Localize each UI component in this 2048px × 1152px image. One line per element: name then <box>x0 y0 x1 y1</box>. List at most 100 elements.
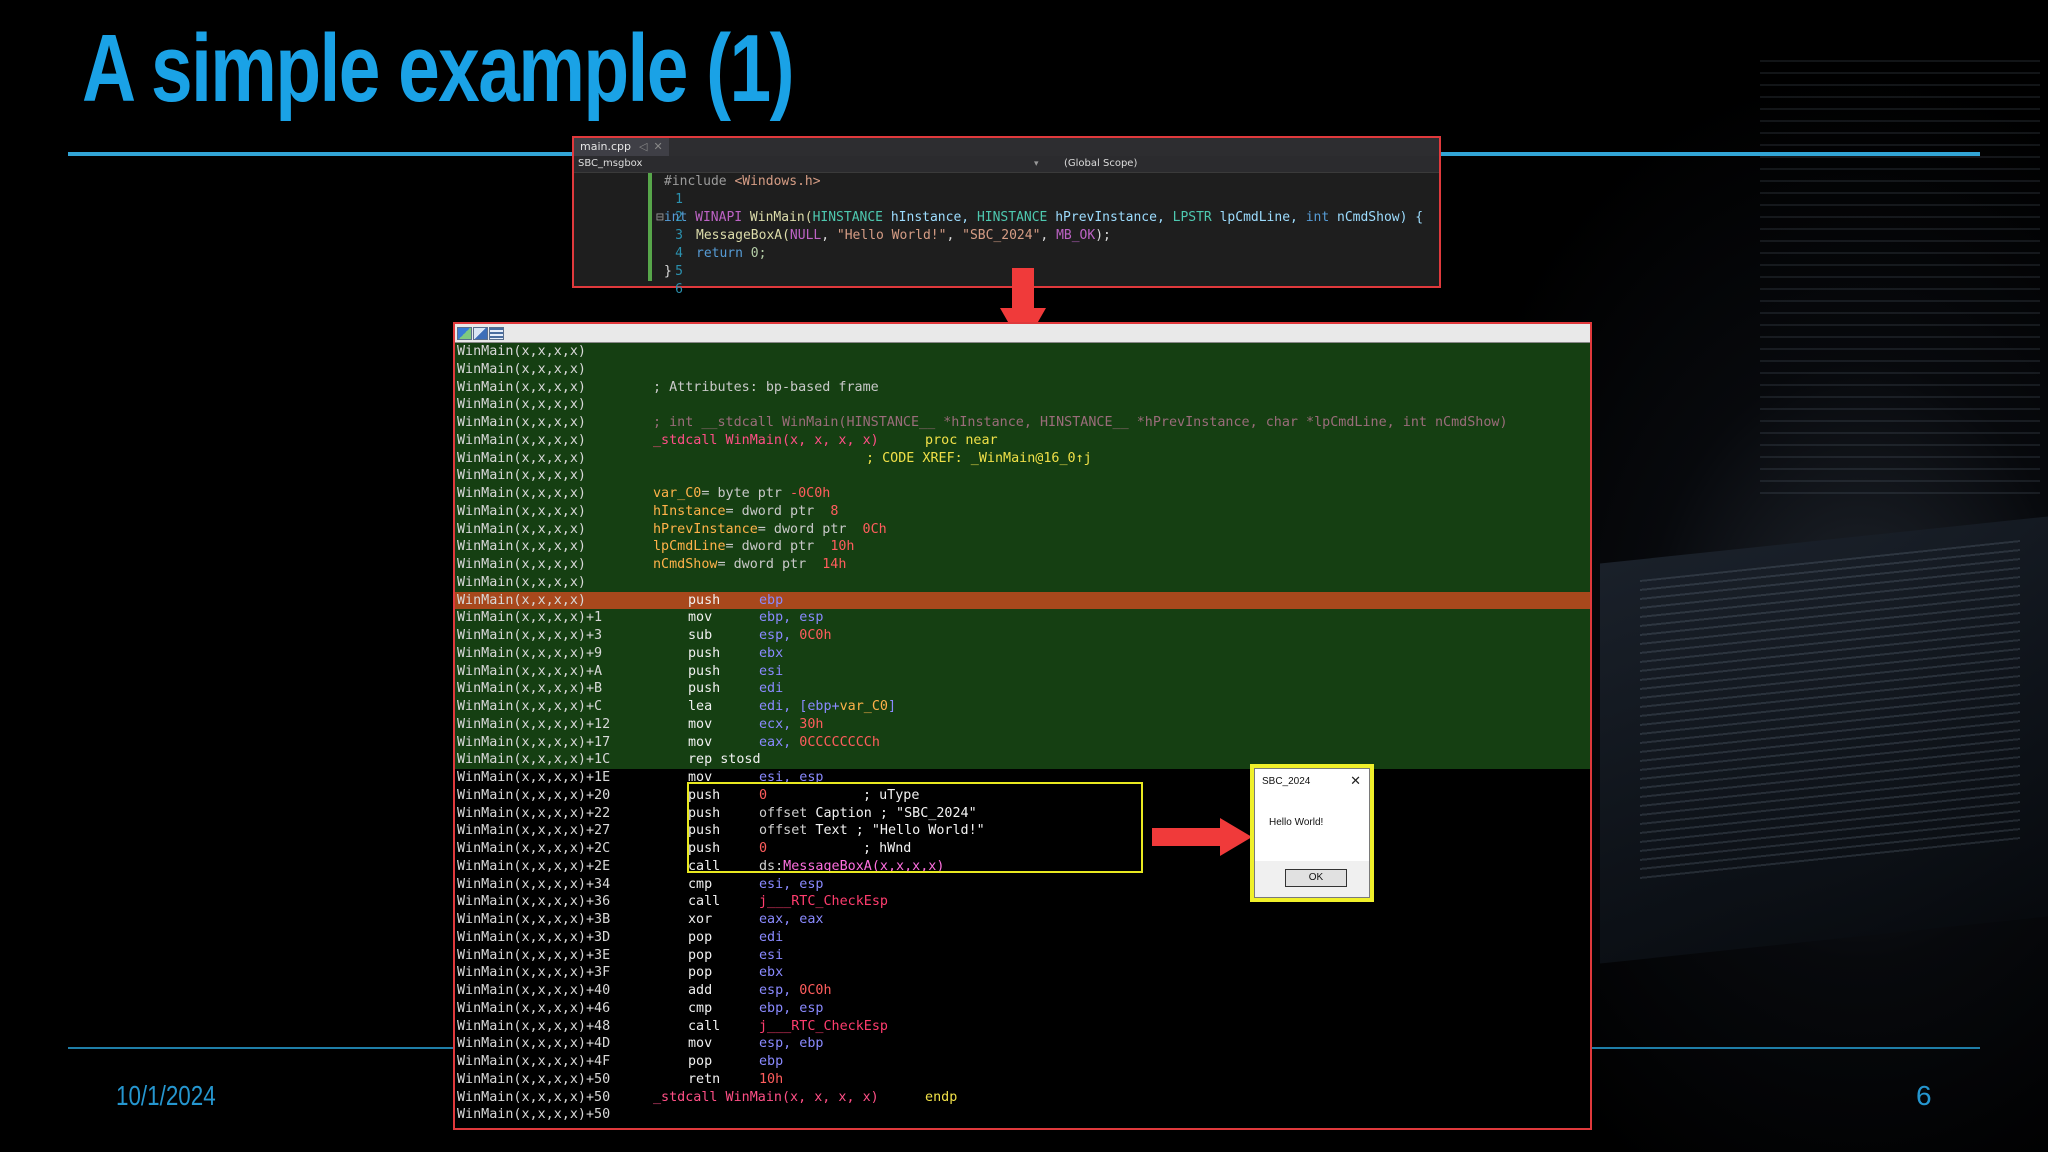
address-label[interactable]: WinMain(x,x,x,x)+A <box>457 663 603 679</box>
address-label[interactable]: WinMain(x,x,x,x)+2C <box>457 841 611 856</box>
list-view-icon[interactable] <box>489 327 504 340</box>
disasm-row[interactable]: WinMain(x,x,x,x) <box>455 573 1590 592</box>
disasm-row[interactable]: WinMain(x,x,x,x) <box>455 360 1590 379</box>
address-label[interactable]: WinMain(x,x,x,x)+1 <box>457 610 603 626</box>
address-label[interactable]: WinMain(x,x,x,x)+3F <box>457 965 611 981</box>
disasm-row[interactable]: WinMain(x,x,x,x); Attributes: bp-based f… <box>455 378 1590 397</box>
address-label[interactable]: WinMain(x,x,x,x)+2E <box>457 858 611 874</box>
address-label[interactable]: WinMain(x,x,x,x)+17 <box>457 734 611 750</box>
close-tab-icon[interactable]: ✕ <box>653 140 663 153</box>
address-label[interactable]: WinMain(x,x,x,x)+46 <box>457 1000 611 1016</box>
chart-icon[interactable] <box>473 327 488 340</box>
address-label[interactable]: WinMain(x,x,x,x) <box>457 415 586 430</box>
address-label[interactable]: WinMain(x,x,x,x)+40 <box>457 983 611 998</box>
address-label[interactable]: WinMain(x,x,x,x) <box>457 574 586 590</box>
chevron-down-icon[interactable]: ▾ <box>1034 159 1039 169</box>
disasm-row[interactable]: WinMain(x,x,x,x); CODE XREF: _WinMain@16… <box>455 449 1590 468</box>
address-label[interactable]: WinMain(x,x,x,x)+4F <box>457 1054 611 1069</box>
pin-icon[interactable]: ◁ <box>639 140 648 153</box>
address-label[interactable]: WinMain(x,x,x,x)+3E <box>457 947 611 963</box>
address-label[interactable]: WinMain(x,x,x,x)+34 <box>457 876 611 892</box>
tab-main-cpp[interactable]: main.cpp◁✕ <box>574 138 669 156</box>
ok-button[interactable]: OK <box>1285 869 1347 887</box>
address-label[interactable]: WinMain(x,x,x,x)+3D <box>457 929 611 945</box>
address-label[interactable]: WinMain(x,x,x,x)+B <box>457 681 603 697</box>
address-label[interactable]: WinMain(x,x,x,x) <box>457 503 586 519</box>
close-icon[interactable]: ✕ <box>1350 773 1361 788</box>
project-dropdown[interactable]: SBC_msgbox <box>578 158 643 169</box>
scope-dropdown[interactable]: (Global Scope) <box>1064 158 1138 169</box>
address-label[interactable]: WinMain(x,x,x,x)+48 <box>457 1018 611 1034</box>
address-label[interactable]: WinMain(x,x,x,x)+22 <box>457 805 611 821</box>
address-label[interactable]: WinMain(x,x,x,x)+27 <box>457 823 611 839</box>
address-label[interactable]: WinMain(x,x,x,x)+1E <box>457 770 611 785</box>
address-label[interactable]: WinMain(x,x,x,x) <box>457 361 586 377</box>
address-label[interactable]: WinMain(x,x,x,x)+12 <box>457 716 611 732</box>
address-label[interactable]: WinMain(x,x,x,x) <box>457 432 586 448</box>
address-label[interactable]: WinMain(x,x,x,x) <box>457 557 586 572</box>
disassembly-listing[interactable]: WinMain(x,x,x,x)WinMain(x,x,x,x)WinMain(… <box>455 343 1590 1124</box>
graph-view-icon[interactable] <box>457 327 472 340</box>
address-label[interactable]: WinMain(x,x,x,x) <box>457 379 586 395</box>
address-label[interactable]: WinMain(x,x,x,x)+20 <box>457 787 611 803</box>
address-label[interactable]: WinMain(x,x,x,x)+1C <box>457 752 611 768</box>
disasm-row[interactable]: WinMain(x,x,x,x); int __stdcall WinMain(… <box>455 414 1590 432</box>
address-label[interactable]: WinMain(x,x,x,x) <box>457 397 586 413</box>
disasm-row[interactable]: WinMain(x,x,x,x) <box>455 467 1590 485</box>
disasm-row[interactable]: WinMain(x,x,x,x)lpCmdLine= dword ptr 10h <box>455 538 1590 556</box>
disasm-row[interactable]: WinMain(x,x,x,x) <box>455 396 1590 414</box>
disasm-row[interactable]: WinMain(x,x,x,x)nCmdShow= dword ptr 14h <box>455 556 1590 574</box>
address-label[interactable]: WinMain(x,x,x,x)+3 <box>457 628 603 643</box>
address-label[interactable]: WinMain(x,x,x,x)+50 <box>457 1089 611 1105</box>
address-label[interactable]: WinMain(x,x,x,x)+9 <box>457 645 603 661</box>
address-label[interactable]: WinMain(x,x,x,x) <box>457 468 586 484</box>
address-label[interactable]: WinMain(x,x,x,x)+50 <box>457 1107 611 1123</box>
address-label[interactable]: WinMain(x,x,x,x) <box>457 486 586 501</box>
disasm-row[interactable]: WinMain(x,x,x,x) <box>455 343 1590 361</box>
code-area[interactable]: 1 #include <Windows.h> 2 3 ⊟int WINAPI W… <box>574 173 1439 297</box>
address-label[interactable]: WinMain(x,x,x,x)+C <box>457 699 603 714</box>
disasm-row[interactable]: WinMain(x,x,x,x)+50_stdcall WinMain(x, x… <box>455 1088 1590 1107</box>
address-label[interactable]: WinMain(x,x,x,x)+3B <box>457 912 611 927</box>
disasm-row[interactable]: WinMain(x,x,x,x)var_C0= byte ptr -0C0h <box>455 485 1590 503</box>
disasm-row[interactable]: WinMain(x,x,x,x)+50 <box>455 1106 1590 1124</box>
address-label[interactable]: WinMain(x,x,x,x)+4D <box>457 1036 611 1052</box>
disasm-row[interactable]: WinMain(x,x,x,x)hPrevInstance= dword ptr… <box>455 520 1590 539</box>
address-label[interactable]: WinMain(x,x,x,x) <box>457 521 586 537</box>
disasm-row[interactable]: WinMain(x,x,x,x)_stdcall WinMain(x, x, x… <box>455 431 1590 450</box>
address-label[interactable]: WinMain(x,x,x,x) <box>457 539 586 555</box>
address-label[interactable]: WinMain(x,x,x,x) <box>457 592 586 608</box>
address-label[interactable]: WinMain(x,x,x,x) <box>457 450 586 466</box>
address-label[interactable]: WinMain(x,x,x,x)+36 <box>457 894 611 910</box>
disasm-row[interactable]: WinMain(x,x,x,x)hInstance= dword ptr 8 <box>455 502 1590 521</box>
address-label[interactable]: WinMain(x,x,x,x) <box>457 344 586 359</box>
address-label[interactable]: WinMain(x,x,x,x)+50 <box>457 1071 611 1087</box>
